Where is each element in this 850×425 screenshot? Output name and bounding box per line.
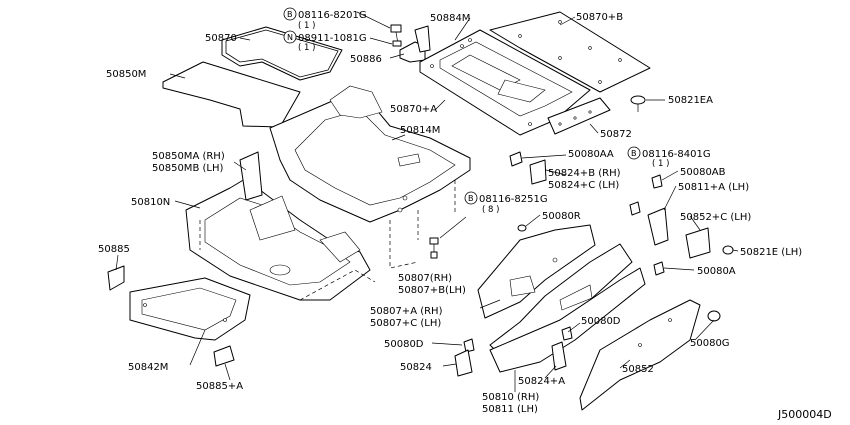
svg-text:B: B <box>631 149 637 158</box>
part-label: 50850M <box>106 69 146 80</box>
part-label: 50885+A <box>196 381 243 392</box>
bolt-code-3: 08116-8401G <box>642 149 711 160</box>
part-label: 50080A <box>697 266 736 277</box>
part-label: 50810 (RH) <box>482 392 539 403</box>
bolt-qty-1: ( 1 ) <box>298 21 315 31</box>
pad-50852c <box>685 227 711 259</box>
bolt-icon <box>653 261 665 276</box>
part-label: 50807(RH) <box>398 273 452 284</box>
part-label: 50884M <box>430 13 470 24</box>
part-label: 50870+A <box>390 104 437 115</box>
bracket-50811a <box>647 207 669 246</box>
part-label: 50852+C (LH) <box>680 212 751 223</box>
side-pad <box>239 151 263 201</box>
rear-floor-panel <box>419 29 591 136</box>
bracket-50886 <box>399 25 431 63</box>
badge-n-icon: N <box>283 30 297 44</box>
part-label: 50811+A (LH) <box>678 182 749 193</box>
part-label: 50850MB (LH) <box>152 163 223 174</box>
heat-shield-50842m <box>129 277 251 341</box>
clip-icon <box>722 245 734 255</box>
part-label: 50807+A (RH) <box>370 306 443 317</box>
bolt-qty-2: ( 1 ) <box>298 43 315 53</box>
part-label: 50842M <box>128 362 168 373</box>
part-label: 50824+A <box>518 376 565 387</box>
part-label: 50870+B <box>576 12 623 23</box>
part-label: 50824+C (LH) <box>548 180 619 191</box>
side-panel-50807 <box>477 224 596 319</box>
bolt-icon <box>651 174 663 189</box>
part-label: 50080D <box>581 316 621 327</box>
reference-lines <box>199 180 456 301</box>
part-label: 50872 <box>600 129 632 140</box>
floor-mat-front <box>162 61 301 128</box>
part-label: 50814M <box>400 125 440 136</box>
bolt-qty-3: ( 1 ) <box>652 159 669 169</box>
bracket-50885a <box>213 345 235 367</box>
bolt-code-4: 08116-8251G <box>479 194 548 205</box>
bolt-code-2: 08911-1081G <box>298 33 367 44</box>
part-label: 50811 (LH) <box>482 404 538 415</box>
svg-text:B: B <box>468 194 474 203</box>
part-label: 50810N <box>131 197 170 208</box>
part-label: 50080AB <box>680 167 726 178</box>
part-label: 50807+B(LH) <box>398 285 466 296</box>
bolt-icon <box>629 201 641 216</box>
clip-icon <box>630 95 646 112</box>
trim-strip-50872 <box>547 97 611 135</box>
svg-text:B: B <box>287 10 293 19</box>
clip-icon <box>517 224 527 232</box>
clip-icon <box>707 310 721 322</box>
svg-text:N: N <box>287 33 293 42</box>
bolt-icon <box>429 237 439 259</box>
bolt-icon <box>390 24 402 47</box>
bracket-50824 <box>454 349 473 377</box>
bracket-50824b <box>529 159 547 185</box>
part-label: 50821E (LH) <box>740 247 802 258</box>
badge-b-icon: B <box>627 146 641 160</box>
part-label: 50870 <box>205 33 237 44</box>
bolt-qty-4: ( 8 ) <box>482 205 499 215</box>
side-panel-50852 <box>579 299 701 411</box>
part-label: 50850MA (RH) <box>152 151 225 162</box>
side-panel-50810 <box>489 267 646 373</box>
part-label: 50824+B (RH) <box>548 168 621 179</box>
bolt-icon <box>509 151 523 167</box>
leader-lines <box>115 11 739 392</box>
rear-floor-mat-b <box>489 11 651 93</box>
main-floor-carpet <box>269 85 471 223</box>
part-label: 50885 <box>98 244 130 255</box>
part-label: 50080R <box>542 211 581 222</box>
part-label: 50080D <box>384 339 424 350</box>
part-label: 50080G <box>690 338 730 349</box>
bracket-50824a <box>551 341 567 371</box>
diagram-code: J500004D <box>777 408 832 421</box>
part-label: 50852 <box>622 364 654 375</box>
bolt-icon <box>463 338 475 353</box>
part-label: 50886 <box>350 54 382 65</box>
bracket-50885 <box>107 265 125 291</box>
part-label: 50821EA <box>668 95 713 106</box>
front-floor-insulator <box>185 175 371 301</box>
bolt-code-1: 08116-8201G <box>298 10 367 21</box>
part-label: 50080AA <box>568 149 614 160</box>
part-label: 50824 <box>400 362 432 373</box>
badge-b-icon: B <box>283 7 297 21</box>
badge-b-icon: B <box>464 191 478 205</box>
part-label: 50807+C (LH) <box>370 318 441 329</box>
bolt-icon <box>561 326 573 341</box>
